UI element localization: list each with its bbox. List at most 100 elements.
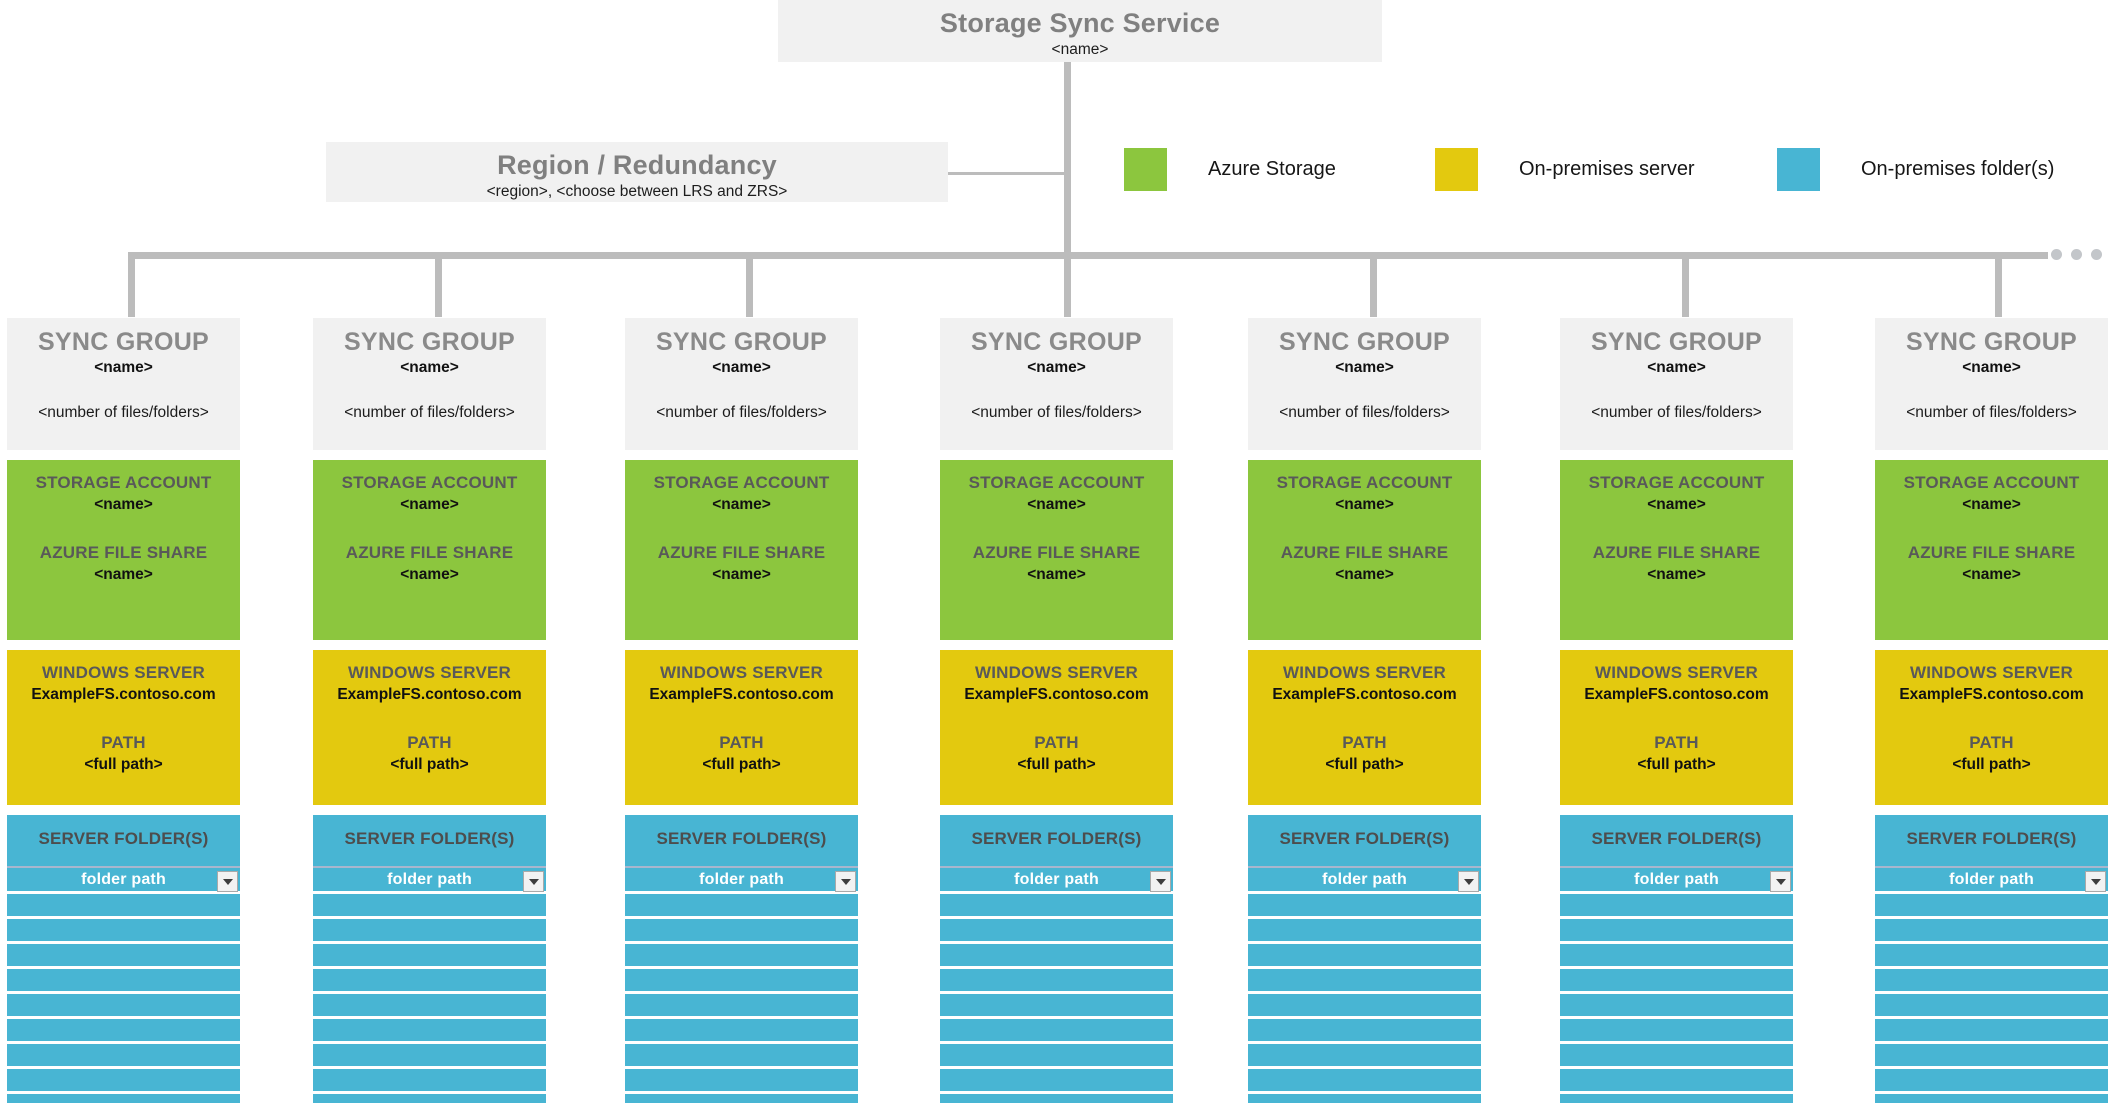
- folder-empty-row[interactable]: [7, 919, 240, 944]
- folder-empty-row[interactable]: [1560, 1044, 1793, 1069]
- sync-group-column: SYNC GROUP <name> <number of files/folde…: [1560, 318, 1793, 1103]
- azure-storage-card[interactable]: STORAGE ACCOUNT <name> AZURE FILE SHARE …: [625, 460, 858, 640]
- folder-empty-row[interactable]: [625, 994, 858, 1019]
- folder-empty-row[interactable]: [940, 919, 1173, 944]
- chevron-down-icon[interactable]: [1770, 871, 1791, 892]
- folder-empty-row[interactable]: [1248, 969, 1481, 994]
- on-premises-server-card[interactable]: WINDOWS SERVER ExampleFS.contoso.com PAT…: [313, 650, 546, 805]
- folder-empty-row[interactable]: [940, 1019, 1173, 1044]
- sync-group-card[interactable]: SYNC GROUP <name> <number of files/folde…: [1875, 318, 2108, 450]
- folder-empty-row[interactable]: [625, 1044, 858, 1069]
- folder-path-row[interactable]: folder path: [1875, 866, 2108, 894]
- chevron-down-icon[interactable]: [1150, 871, 1171, 892]
- azure-storage-card[interactable]: STORAGE ACCOUNT <name> AZURE FILE SHARE …: [1248, 460, 1481, 640]
- azure-storage-card[interactable]: STORAGE ACCOUNT <name> AZURE FILE SHARE …: [7, 460, 240, 640]
- folder-empty-row[interactable]: [625, 1019, 858, 1044]
- folder-empty-row[interactable]: [7, 894, 240, 919]
- server-folders-card: SERVER FOLDER(S) folder path: [940, 815, 1173, 1103]
- folder-empty-row[interactable]: [625, 919, 858, 944]
- storage-account-header: STORAGE ACCOUNT: [968, 473, 1145, 492]
- chevron-down-icon[interactable]: [2085, 871, 2106, 892]
- on-premises-server-card[interactable]: WINDOWS SERVER ExampleFS.contoso.com PAT…: [625, 650, 858, 805]
- folder-empty-row[interactable]: [7, 1044, 240, 1069]
- folder-empty-row[interactable]: [1560, 1069, 1793, 1094]
- folder-empty-row[interactable]: [7, 944, 240, 969]
- sync-group-card[interactable]: SYNC GROUP <name> <number of files/folde…: [313, 318, 546, 450]
- folder-empty-row[interactable]: [1875, 1069, 2108, 1094]
- folder-empty-row[interactable]: [1875, 994, 2108, 1019]
- folder-empty-row[interactable]: [1875, 944, 2108, 969]
- folder-path-row[interactable]: folder path: [1248, 866, 1481, 894]
- sync-group-card[interactable]: SYNC GROUP <name> <number of files/folde…: [7, 318, 240, 450]
- folder-empty-row[interactable]: [313, 1069, 546, 1094]
- azure-storage-card[interactable]: STORAGE ACCOUNT <name> AZURE FILE SHARE …: [940, 460, 1173, 640]
- folder-empty-row[interactable]: [1560, 994, 1793, 1019]
- folder-empty-row[interactable]: [940, 1044, 1173, 1069]
- folder-empty-row[interactable]: [625, 944, 858, 969]
- storage-account-name: <name>: [712, 496, 771, 513]
- chevron-down-icon[interactable]: [217, 871, 238, 892]
- folder-empty-row[interactable]: [940, 994, 1173, 1019]
- chevron-down-icon[interactable]: [835, 871, 856, 892]
- folder-empty-row[interactable]: [940, 894, 1173, 919]
- folder-empty-row[interactable]: [1560, 919, 1793, 944]
- folder-empty-row[interactable]: [1248, 1019, 1481, 1044]
- folder-empty-row[interactable]: [1875, 894, 2108, 919]
- folder-empty-row[interactable]: [1875, 1044, 2108, 1069]
- folder-empty-row[interactable]: [1560, 944, 1793, 969]
- folder-empty-row[interactable]: [1248, 894, 1481, 919]
- folder-empty-row[interactable]: [313, 1019, 546, 1044]
- folder-path-row[interactable]: folder path: [625, 866, 858, 894]
- folder-empty-row[interactable]: [940, 1069, 1173, 1094]
- folder-empty-row[interactable]: [1875, 969, 2108, 994]
- chevron-down-icon[interactable]: [523, 871, 544, 892]
- folder-empty-row[interactable]: [1248, 1044, 1481, 1069]
- folder-empty-row[interactable]: [313, 944, 546, 969]
- folder-empty-row[interactable]: [940, 969, 1173, 994]
- folder-empty-row[interactable]: [940, 944, 1173, 969]
- folder-empty-row[interactable]: [625, 969, 858, 994]
- folder-empty-row[interactable]: [1248, 944, 1481, 969]
- sync-group-card[interactable]: SYNC GROUP <name> <number of files/folde…: [625, 318, 858, 450]
- folder-empty-row[interactable]: [1875, 919, 2108, 944]
- folder-empty-row[interactable]: [625, 1069, 858, 1094]
- folder-empty-row[interactable]: [1248, 994, 1481, 1019]
- sync-group-card[interactable]: SYNC GROUP <name> <number of files/folde…: [940, 318, 1173, 450]
- folder-empty-row[interactable]: [625, 894, 858, 919]
- server-folders-card: SERVER FOLDER(S) folder path: [625, 815, 858, 1103]
- folder-empty-row[interactable]: [7, 994, 240, 1019]
- on-premises-server-card[interactable]: WINDOWS SERVER ExampleFS.contoso.com PAT…: [940, 650, 1173, 805]
- azure-storage-card[interactable]: STORAGE ACCOUNT <name> AZURE FILE SHARE …: [1560, 460, 1793, 640]
- on-premises-server-card[interactable]: WINDOWS SERVER ExampleFS.contoso.com PAT…: [1248, 650, 1481, 805]
- folder-empty-row[interactable]: [313, 994, 546, 1019]
- folder-empty-row[interactable]: [313, 919, 546, 944]
- folder-empty-row[interactable]: [1248, 1069, 1481, 1094]
- sync-group-card[interactable]: SYNC GROUP <name> <number of files/folde…: [1560, 318, 1793, 450]
- on-premises-server-card[interactable]: WINDOWS SERVER ExampleFS.contoso.com PAT…: [1875, 650, 2108, 805]
- azure-storage-card[interactable]: STORAGE ACCOUNT <name> AZURE FILE SHARE …: [313, 460, 546, 640]
- folder-empty-row[interactable]: [1875, 1019, 2108, 1044]
- folder-empty-row[interactable]: [7, 1019, 240, 1044]
- folder-empty-row[interactable]: [313, 894, 546, 919]
- azure-storage-card[interactable]: STORAGE ACCOUNT <name> AZURE FILE SHARE …: [1875, 460, 2108, 640]
- folder-empty-row[interactable]: [7, 1069, 240, 1094]
- folder-empty-row[interactable]: [313, 1044, 546, 1069]
- folder-path-row[interactable]: folder path: [1560, 866, 1793, 894]
- on-premises-server-card[interactable]: WINDOWS SERVER ExampleFS.contoso.com PAT…: [7, 650, 240, 805]
- folder-empty-row[interactable]: [1560, 1019, 1793, 1044]
- folder-empty-row[interactable]: [1560, 894, 1793, 919]
- on-premises-server-card[interactable]: WINDOWS SERVER ExampleFS.contoso.com PAT…: [1560, 650, 1793, 805]
- folder-path-row[interactable]: folder path: [313, 866, 546, 894]
- sync-group-card[interactable]: SYNC GROUP <name> <number of files/folde…: [1248, 318, 1481, 450]
- folder-empty-row[interactable]: [1248, 919, 1481, 944]
- chevron-down-icon[interactable]: [1458, 871, 1479, 892]
- server-folders-card: SERVER FOLDER(S) folder path: [7, 815, 240, 1103]
- folder-empty-row[interactable]: [313, 969, 546, 994]
- folder-path-row[interactable]: folder path: [940, 866, 1173, 894]
- windows-server-name: ExampleFS.contoso.com: [649, 686, 834, 703]
- spacer: [1560, 705, 1793, 732]
- folder-empty-row[interactable]: [7, 969, 240, 994]
- folder-path-row[interactable]: folder path: [7, 866, 240, 894]
- folder-empty-row[interactable]: [1560, 969, 1793, 994]
- sync-group-file-count: <number of files/folders>: [1591, 404, 1762, 421]
